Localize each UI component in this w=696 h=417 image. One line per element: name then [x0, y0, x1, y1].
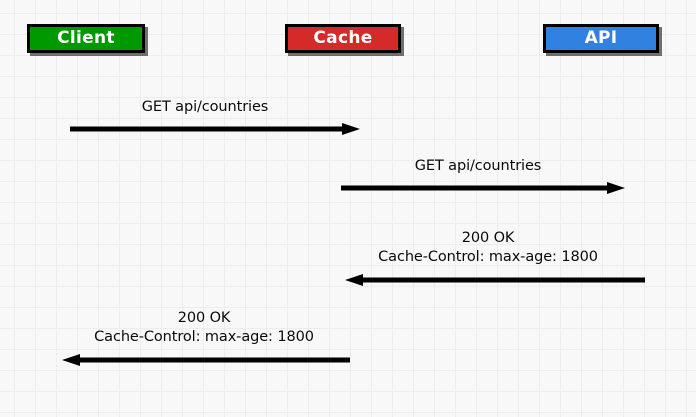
participant-box-cache[interactable]: Cache — [285, 24, 401, 53]
message-label: 200 OK Cache-Control: max-age: 1800 — [48, 309, 360, 347]
message-label-line: GET api/countries — [414, 158, 542, 174]
message-label-line: Cache-Control: max-age: 1800 — [378, 249, 598, 265]
message-label-line: 200 OK — [461, 230, 515, 246]
message-label-line: 200 OK — [177, 310, 231, 326]
message-label-line: GET api/countries — [141, 99, 269, 115]
arrow-left-icon — [62, 354, 350, 366]
participant-box-client[interactable]: Client — [27, 24, 145, 53]
participant-label-client: Client — [57, 28, 115, 48]
participant-label-cache: Cache — [313, 28, 373, 48]
message-label-line: Cache-Control: max-age: 1800 — [94, 329, 314, 345]
message-label: GET api/countries — [60, 98, 350, 117]
arrow-right-icon — [341, 182, 625, 194]
message-label: 200 OK Cache-Control: max-age: 1800 — [331, 229, 645, 267]
message-label: GET api/countries — [331, 157, 625, 176]
arrow-left-icon — [345, 274, 645, 286]
participant-label-api: API — [584, 28, 618, 48]
arrow-right-icon — [70, 123, 360, 135]
participant-box-api[interactable]: API — [543, 24, 659, 53]
